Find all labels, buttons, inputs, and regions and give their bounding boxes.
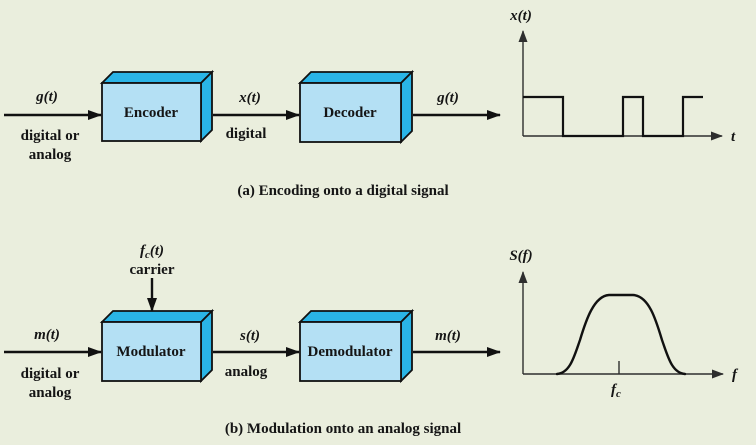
decoder-box-side-face xyxy=(400,69,413,145)
demodulator-block: Demodulator xyxy=(297,308,415,384)
demodulator-box-front-face xyxy=(299,321,402,382)
modulator-block: Modulator xyxy=(99,308,215,384)
decoder-box-top-face xyxy=(297,71,415,84)
decoder-label: Decoder xyxy=(323,105,377,121)
modulator-box-side-face xyxy=(200,308,213,384)
middle-desc-b: analog xyxy=(225,364,268,380)
diagram-b: fc(t) carrier m(t) digital or analog Mod… xyxy=(4,243,739,437)
square-waveform xyxy=(523,95,703,138)
encoder-box-front-face xyxy=(101,82,202,142)
input-desc-line2-b: analog xyxy=(29,385,72,401)
diagram-a: g(t) digital or analog Encoder x(t) digi… xyxy=(4,8,736,199)
caption-a: (a) Encoding onto a digital signal xyxy=(237,183,448,199)
input-desc-line2-a: analog xyxy=(29,147,72,163)
modulator-box-front-face xyxy=(101,321,202,382)
bandpass-spectrum-curve xyxy=(555,293,687,376)
demodulator-box-side-face xyxy=(400,308,413,384)
caption-b: (b) Modulation onto an analog signal xyxy=(225,421,461,437)
plot-b-x-axis-label: f xyxy=(732,367,739,383)
fc-tick-label: fc xyxy=(611,382,621,400)
modulator-box-top-face xyxy=(99,310,215,323)
carrier-signal-label: fc(t) xyxy=(140,243,164,261)
decoder-block: Decoder xyxy=(297,69,415,145)
spectrum-plot: S(f) f fc xyxy=(509,248,739,400)
demodulator-box-top-face xyxy=(297,310,415,323)
decoder-box-front-face xyxy=(299,82,402,143)
input-desc-line1-a: digital or xyxy=(21,128,80,144)
input-signal-label-a: g(t) xyxy=(35,89,58,105)
modulator-label: Modulator xyxy=(116,344,186,360)
middle-signal-label-a: x(t) xyxy=(238,90,261,106)
input-signal-label-b: m(t) xyxy=(34,327,60,343)
encoder-label: Encoder xyxy=(124,105,179,121)
output-signal-label-a: g(t) xyxy=(436,90,459,106)
plot-a-y-axis-label: x(t) xyxy=(509,8,532,24)
demodulator-label: Demodulator xyxy=(308,344,393,360)
plot-b-y-axis-label: S(f) xyxy=(509,248,532,264)
encoder-block: Encoder xyxy=(99,69,215,144)
encoder-box-top-face xyxy=(99,71,215,84)
middle-signal-label-b: s(t) xyxy=(239,328,260,344)
digital-signal-plot: x(t) t xyxy=(509,8,736,145)
middle-desc-a: digital xyxy=(226,126,267,142)
plot-a-x-axis-label: t xyxy=(731,129,736,145)
output-signal-label-b: m(t) xyxy=(435,328,461,344)
carrier-word-label: carrier xyxy=(130,262,175,278)
input-desc-line1-b: digital or xyxy=(21,366,80,382)
encoder-box-side-face xyxy=(200,69,213,144)
